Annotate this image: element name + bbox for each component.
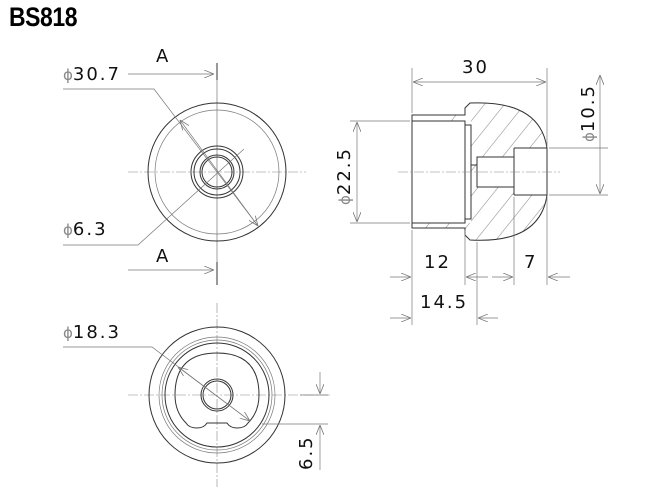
rear-view: ϕ18.3 6.5 — [63, 303, 330, 487]
diameter-symbol: ϕ — [336, 195, 354, 205]
part-outline — [411, 102, 548, 241]
section-label-bottom: A — [156, 246, 170, 267]
diameter-symbol: ϕ — [63, 221, 73, 239]
diameter-symbol: ϕ — [580, 132, 598, 142]
cutout-diameter-value: 18.3 — [73, 322, 121, 343]
overall-length-value: 30 — [462, 57, 489, 78]
recess-depth-value: 7 — [524, 252, 537, 273]
svg-text:ϕ10.5: ϕ10.5 — [578, 84, 599, 142]
section-label-top: A — [156, 46, 170, 67]
hole-diameter-value: 6.3 — [73, 219, 108, 240]
end-recess-diameter-value: 10.5 — [578, 84, 599, 132]
diameter-symbol: ϕ — [63, 66, 73, 84]
flat-offset-value: 6.5 — [296, 435, 317, 470]
svg-text:ϕ18.3: ϕ18.3 — [63, 322, 121, 343]
body-length-value: 12 — [424, 252, 451, 273]
part-number-title: BS818 — [9, 2, 78, 32]
section-hatching — [412, 102, 547, 241]
svg-text:ϕ30.7: ϕ30.7 — [63, 64, 121, 85]
body-diameter-value: 22.5 — [334, 147, 355, 195]
outer-diameter-value: 30.7 — [73, 64, 121, 85]
side-section-view: 30 ϕ22.5 ϕ10.5 12 7 14.5 — [334, 57, 608, 325]
front-view: A A ϕ30.7 ϕ6.3 — [63, 46, 306, 285]
step-length-value: 14.5 — [420, 292, 468, 313]
rear-outer-circle — [148, 326, 286, 464]
outer-diameter-leader — [63, 88, 259, 227]
svg-text:ϕ6.3: ϕ6.3 — [63, 219, 108, 240]
diameter-symbol: ϕ — [63, 324, 73, 342]
hole-diameter-leader — [63, 148, 245, 246]
outer-circle — [147, 102, 287, 242]
svg-text:ϕ22.5: ϕ22.5 — [334, 147, 355, 205]
